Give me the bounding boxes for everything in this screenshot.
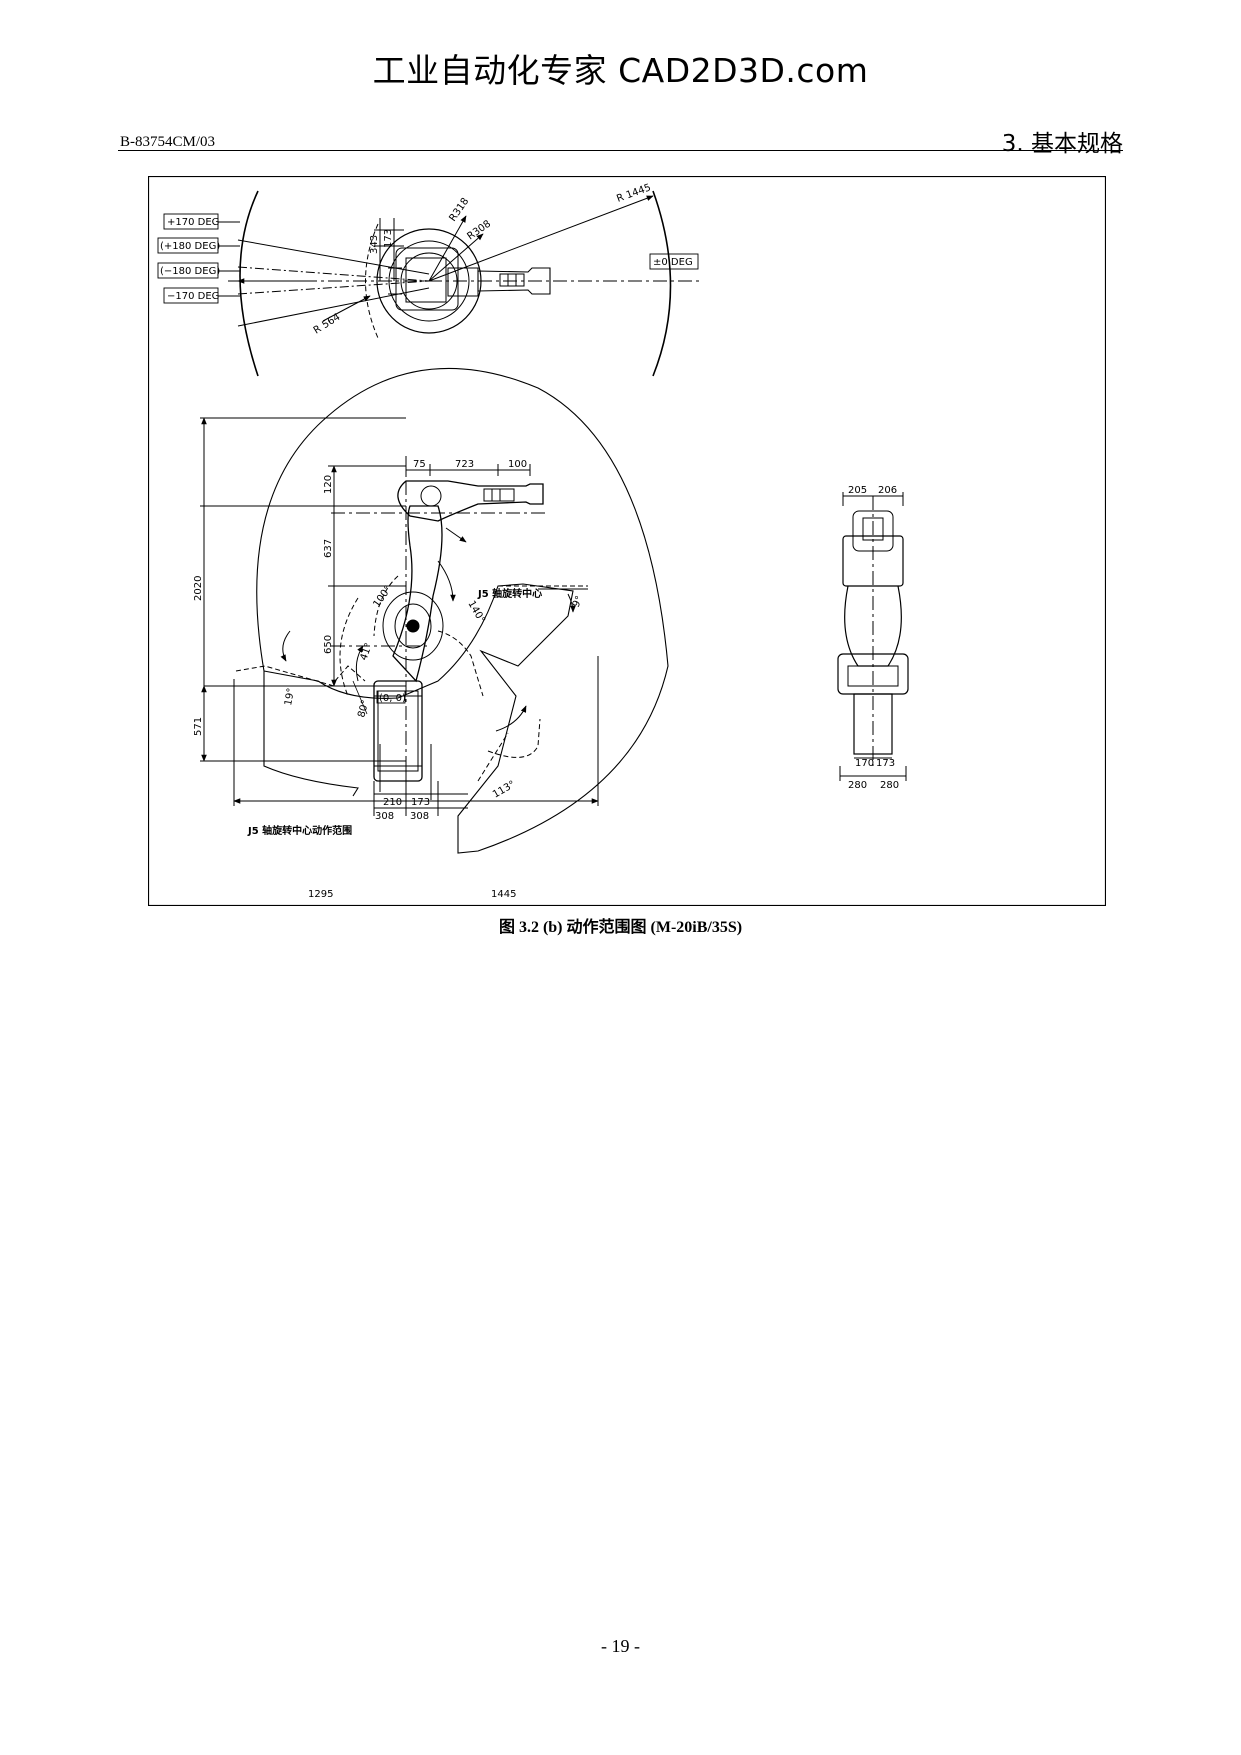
dim-280-right: 280	[880, 780, 899, 791]
j5-range-label: J5 轴旋转中心动作范围	[247, 824, 352, 837]
r564-leader	[322, 295, 371, 322]
upper-arm	[397, 480, 544, 522]
figure-caption: 图 3.2 (b) 动作范围图 (M-20iB/35S)	[0, 913, 1241, 937]
r1445-leader	[428, 195, 654, 282]
angle-100: 100°	[371, 584, 394, 610]
radius-label-308: R308	[465, 219, 493, 243]
angle-113: 113°	[491, 779, 517, 801]
dim-1445: 1445	[491, 889, 516, 900]
limit-line-plus	[237, 239, 430, 275]
dim-173-base: 173	[411, 797, 430, 808]
caption-prefix: 图 3.2 (b)	[498, 919, 563, 936]
lower-arm	[392, 505, 443, 683]
front-view-labels: 205 206 170 173 280 280	[848, 485, 899, 791]
top-view	[157, 190, 703, 377]
base-circle	[376, 228, 482, 334]
reach-arc-right	[652, 190, 672, 377]
header-rule	[118, 150, 1123, 151]
arc-r564	[365, 223, 379, 339]
dim-308-right: 308	[410, 811, 429, 822]
deg-label-zero: ±0 DEG	[653, 257, 693, 268]
motion-range-drawing: +170 DEG (+180 DEG) (−180 DEG) −170 DEG …	[147, 175, 1107, 907]
dim-280-left: 280	[848, 780, 867, 791]
radius-label-564: R 564	[312, 312, 343, 337]
angle-41: 41°	[358, 642, 374, 662]
angle-19: 19°	[283, 687, 297, 706]
limit-line-180b	[237, 280, 430, 295]
figure-frame	[147, 175, 1107, 907]
dim-120: 120	[323, 475, 334, 494]
caption-text: 动作范围图	[566, 917, 647, 936]
deg-label-minus180: (−180 DEG)	[160, 266, 220, 277]
reach-arc-left	[239, 190, 259, 377]
motion-range-figure: +170 DEG (+180 DEG) (−180 DEG) −170 DEG …	[147, 175, 1107, 910]
limit-line-180a	[237, 266, 430, 282]
page-number: - 19 -	[601, 1636, 640, 1656]
radius-label-318: R318	[447, 196, 471, 224]
dim-2020: 2020	[193, 576, 204, 601]
dim-723: 723	[455, 459, 474, 470]
dim-100: 100	[508, 459, 527, 470]
deg-label-plus180: (+180 DEG)	[160, 241, 220, 252]
deg-label-plus170: +170 DEG	[167, 217, 219, 228]
dim-206: 206	[878, 485, 897, 496]
document-id: B-83754CM/03	[120, 134, 216, 150]
dim-75: 75	[413, 459, 426, 470]
dim-173: 173	[383, 229, 394, 248]
dim-637: 637	[323, 539, 334, 558]
angle-140: 140°	[465, 599, 487, 625]
dim-1295: 1295	[308, 889, 333, 900]
radius-label-1445: R 1445	[615, 182, 652, 205]
dim-205: 205	[848, 485, 867, 496]
dim-343: 343	[369, 235, 380, 254]
dim-210: 210	[383, 797, 402, 808]
angle-9: 9°	[571, 594, 586, 609]
robot-base	[373, 680, 423, 782]
origin-label: (0, 0)	[379, 693, 406, 704]
dim-170: 170	[855, 758, 874, 769]
watermark: 工业自动化专家 CAD2D3D.com	[372, 51, 869, 90]
side-view	[200, 367, 669, 854]
j5-center-label: J5 轴旋转中心	[477, 587, 542, 600]
arm-top	[477, 267, 551, 295]
section-title: 3. 基本规格	[1001, 131, 1123, 157]
dim-308-left: 308	[375, 811, 394, 822]
dim-650: 650	[323, 635, 334, 654]
dim-173-front: 173	[876, 758, 895, 769]
dim-571: 571	[193, 717, 204, 736]
side-view-labels: 75 723 100 120 637 650 2020 571 100° 41°…	[193, 459, 586, 900]
deg-label-minus170: −170 DEG	[167, 291, 219, 302]
work-envelope	[256, 367, 669, 854]
caption-model: (M-20iB/35S)	[650, 919, 743, 936]
front-view	[837, 492, 909, 781]
angle-80: 80°	[356, 699, 371, 719]
